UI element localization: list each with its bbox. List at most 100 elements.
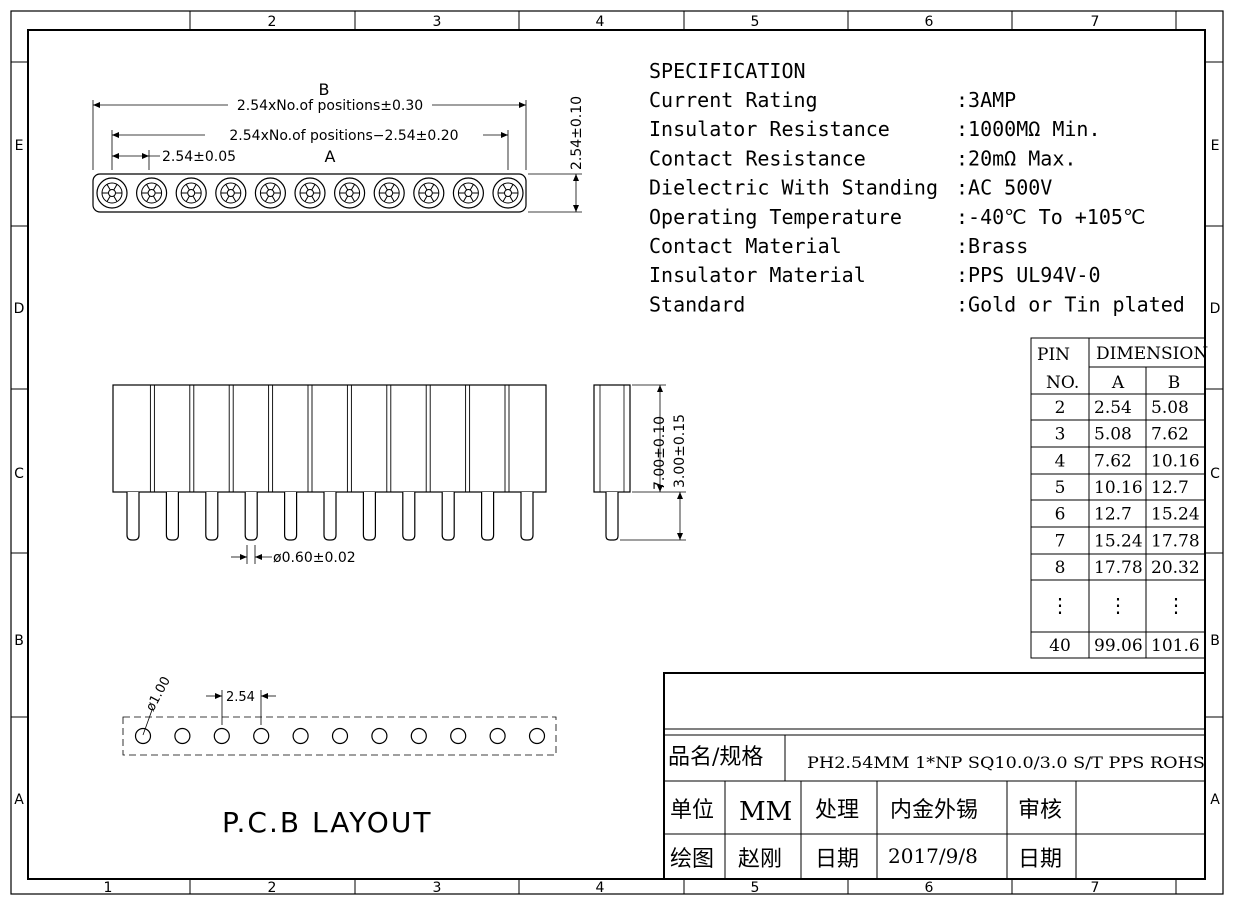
row-marker: A	[14, 792, 24, 808]
dim-row-b: ⋮	[1166, 593, 1186, 617]
socket-contact	[294, 177, 326, 209]
drawn-label: 绘图	[670, 847, 714, 872]
pcb-hole	[174, 727, 191, 745]
contact-pin	[284, 492, 298, 541]
spec-value: :3AMP	[956, 88, 1016, 112]
dim-pin-text: ø0.60±0.02	[273, 550, 356, 566]
label-a: A	[325, 147, 336, 166]
contact-pin	[126, 492, 140, 541]
drawn-value: 赵刚	[738, 847, 782, 872]
dim-row-b: 101.6	[1151, 636, 1200, 656]
side-view: 7.00±0.10 3.00±0.15	[593, 384, 688, 541]
pcb-outline	[122, 716, 557, 756]
pcb-title: P.C.B LAYOUT	[222, 806, 432, 839]
dim-row-a: 10.16	[1094, 478, 1143, 498]
spec-label: Operating Temperature	[649, 205, 902, 229]
spec-value: :Brass	[956, 234, 1028, 258]
dim-total-text: 7.00±0.10	[652, 416, 668, 490]
pcb-hole	[489, 727, 506, 745]
row-marker: D	[14, 301, 25, 317]
pcb-layout: 2.54 ø1.00 P.C.B LAYOUT	[122, 674, 557, 839]
contact-pin	[244, 492, 258, 541]
contact-pin	[165, 492, 179, 541]
pcb-hole-text: ø1.00	[143, 674, 174, 714]
contact-pin	[402, 492, 416, 541]
socket-contact	[96, 177, 128, 209]
dim-row-pin: 5	[1055, 478, 1066, 498]
contact-pin	[441, 492, 455, 541]
column-marker: 5	[751, 880, 760, 896]
spec-heading: SPECIFICATION	[649, 59, 806, 83]
column-marker: 6	[925, 14, 934, 30]
process-label: 处理	[815, 798, 859, 823]
column-marker: 2	[268, 14, 277, 30]
socket-contact	[136, 177, 168, 209]
spec-value: :AC 500V	[956, 176, 1052, 200]
header-b: B	[1168, 373, 1181, 393]
spec-value: :PPS UL94V-0	[956, 263, 1101, 287]
dim-row-pin: 8	[1055, 558, 1066, 578]
socket-contact	[334, 177, 366, 209]
dim-row-b: 12.7	[1151, 478, 1189, 498]
dim-row-pin: 6	[1055, 505, 1066, 525]
pcb-pitch-text: 2.54	[226, 690, 255, 705]
pcb-hole	[331, 727, 349, 745]
header-no: NO.	[1046, 373, 1079, 393]
review-label: 审核	[1018, 798, 1062, 823]
spec-label: Standard	[649, 292, 745, 316]
spec-value: :Gold or Tin plated	[956, 292, 1185, 316]
dim-pitch-text: 2.54±0.05	[162, 149, 236, 165]
contact-pin	[323, 492, 337, 541]
spec-label: Insulator Resistance	[649, 117, 890, 141]
specification: SPECIFICATION Current Rating :3AMP Insulat…	[649, 59, 1185, 316]
unit-label: 单位	[670, 798, 714, 823]
dim-row-pin: 4	[1055, 452, 1066, 472]
pcb-hole	[134, 727, 152, 745]
date-label-2: 日期	[1018, 847, 1062, 872]
header-body-front	[112, 384, 547, 493]
dim-row-b: 17.78	[1151, 532, 1200, 552]
column-marker: 3	[433, 14, 442, 30]
spec-label: Contact Material	[649, 234, 842, 258]
dim-body-text: 3.00±0.15	[672, 414, 688, 488]
dim-row-a: 5.08	[1094, 425, 1132, 445]
name-value: PH2.54MM 1*NP SQ10.0/3.0 S/T PPS ROHS	[807, 753, 1205, 772]
date-label: 日期	[815, 847, 859, 872]
column-marker: 3	[433, 880, 442, 896]
spec-label: Dielectric With Standing	[649, 176, 938, 200]
header-pin: PIN	[1037, 345, 1070, 365]
dim-height-text: 2.54±0.10	[569, 96, 585, 170]
socket-contact	[373, 177, 405, 209]
column-marker: 2	[268, 880, 277, 896]
label-b: B	[319, 80, 330, 99]
dim-row-b: 5.08	[1151, 398, 1189, 418]
spec-value: :1000MΩ Min.	[956, 117, 1101, 141]
pcb-hole	[253, 727, 270, 745]
column-marker: 4	[596, 14, 605, 30]
column-marker: 7	[1091, 14, 1100, 30]
dim-row-a: 15.24	[1094, 532, 1143, 552]
column-marker: 1	[104, 880, 113, 896]
dim-row-pin: 2	[1055, 398, 1066, 418]
dim-row-a: 2.54	[1094, 398, 1132, 418]
row-marker: D	[1210, 301, 1221, 317]
process-value: 内金外锡	[890, 798, 978, 823]
title-block: 品名/规格 PH2.54MM 1*NP SQ10.0/3.0 S/T PPS R…	[663, 672, 1206, 880]
dim-row-pin: 40	[1049, 636, 1071, 656]
dim-row-pin: 7	[1055, 532, 1066, 552]
column-marker: 7	[1091, 880, 1100, 896]
dim-row-a: ⋮	[1108, 593, 1128, 617]
row-marker: C	[1210, 466, 1220, 482]
socket-contact	[492, 177, 524, 209]
socket-contact	[413, 177, 445, 209]
contact-pin	[520, 492, 534, 541]
unit-value: MM	[739, 797, 792, 827]
row-marker: E	[1211, 138, 1220, 154]
spec-label: Current Rating	[649, 88, 818, 112]
dim-a-text: 2.54xNo.of positions−2.54±0.20	[229, 128, 458, 144]
contact-pin	[362, 492, 376, 541]
name-label: 品名/规格	[668, 745, 763, 770]
spec-value: :-40℃ To +105℃	[956, 205, 1145, 229]
spec-label: Insulator Material	[649, 263, 866, 287]
pcb-hole	[371, 727, 388, 745]
